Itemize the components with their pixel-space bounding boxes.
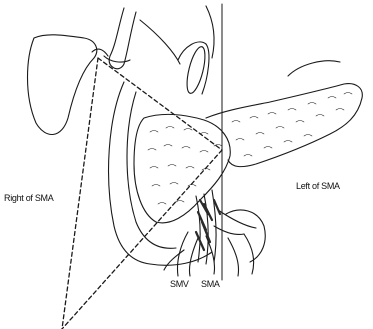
stomach-upper — [206, 6, 214, 58]
cystic-duct — [92, 49, 108, 56]
mesenteric-vessels — [164, 190, 256, 276]
label-left-of-sma: Left of SMA — [296, 181, 340, 191]
gallbladder — [28, 35, 97, 135]
common-bile-duct — [109, 8, 136, 69]
label-right-of-sma: Right of SMA — [4, 193, 53, 203]
label-sma: SMA — [201, 279, 220, 289]
resection-lines — [62, 58, 222, 329]
stomach-curve — [140, 20, 180, 64]
left-upper-organ — [288, 61, 340, 76]
pancreas-body — [206, 84, 362, 167]
duodenal-stump-opening — [183, 45, 208, 95]
label-smv: SMV — [170, 279, 189, 289]
duodenum-outer — [109, 82, 212, 265]
